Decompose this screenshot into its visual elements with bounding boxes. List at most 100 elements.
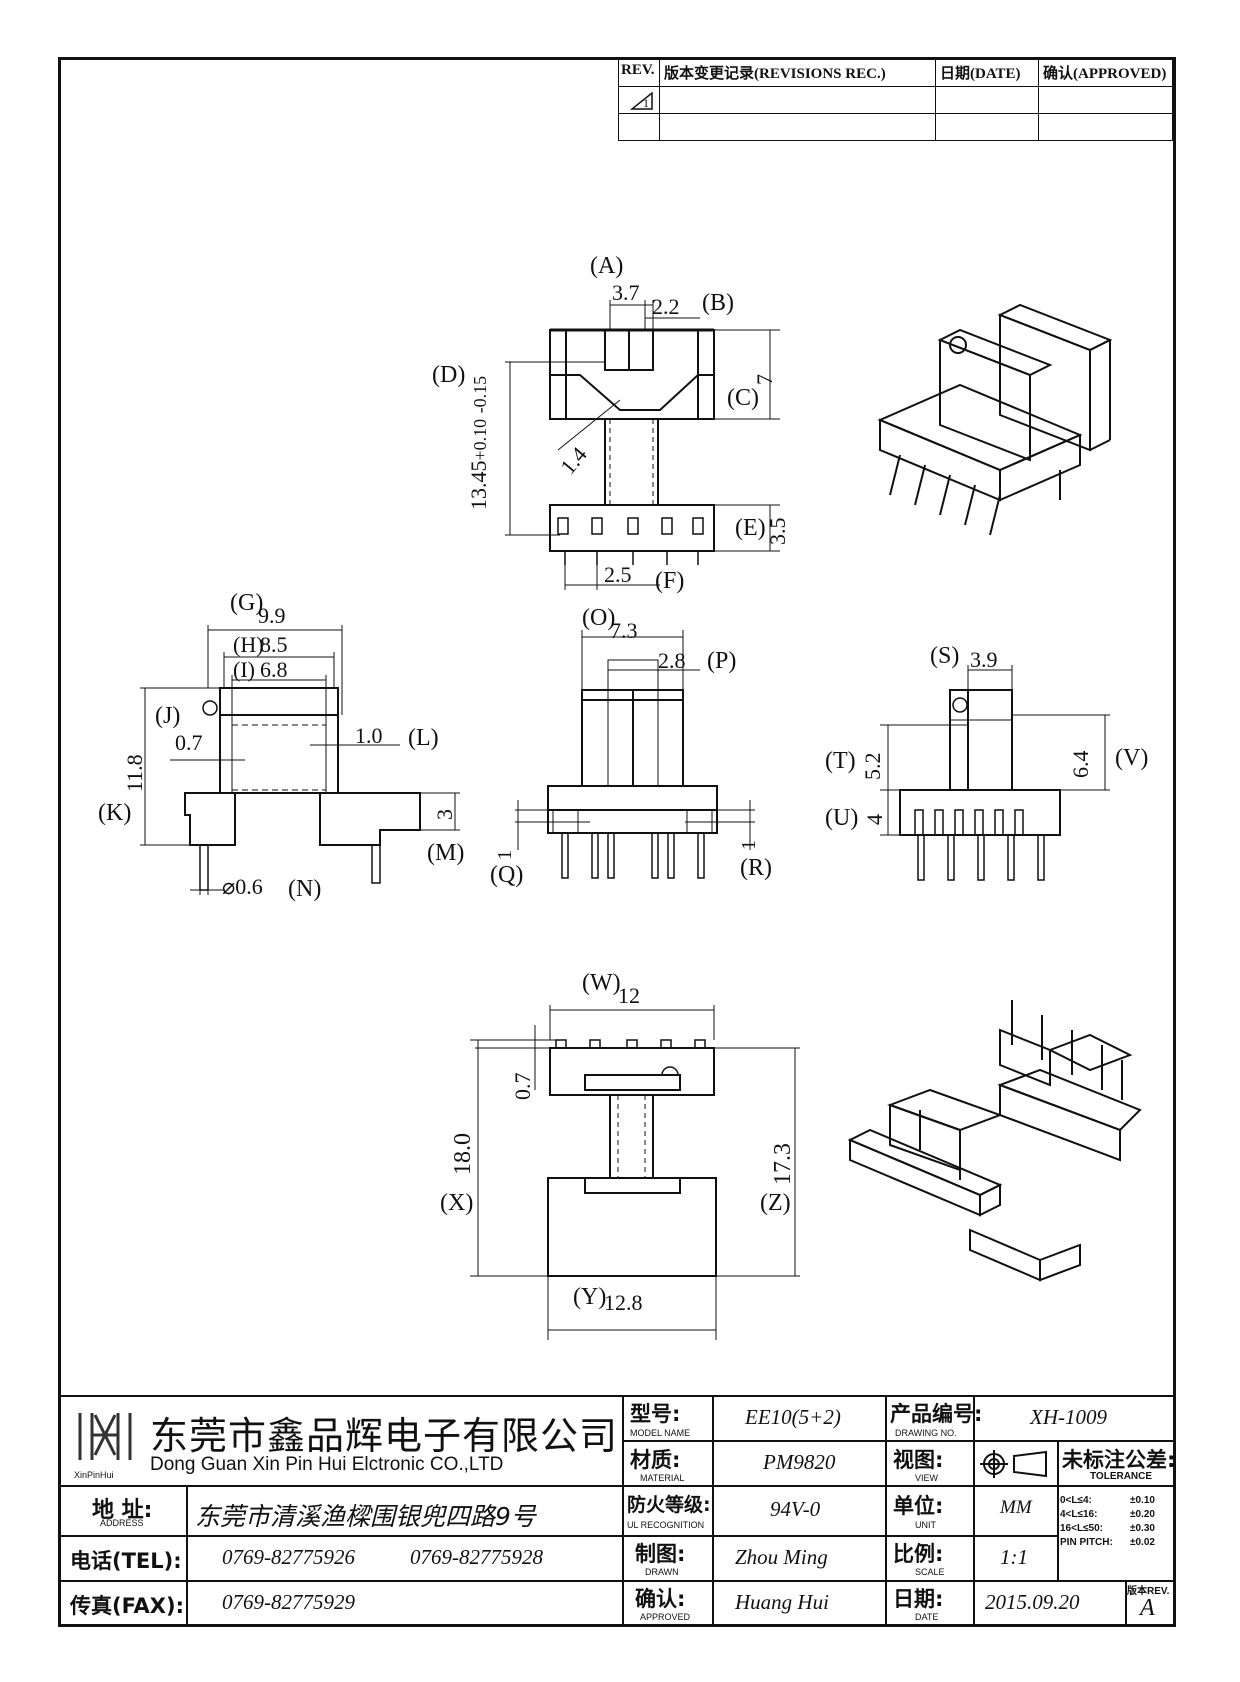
material-label-en: MATERIAL — [640, 1473, 685, 1483]
dim-k: 11.8 — [122, 754, 147, 792]
technical-drawing — [140, 300, 1142, 1340]
label-m: (M) — [427, 840, 465, 866]
tolerance-value: ±0.30 — [1130, 1523, 1155, 1534]
dim-q: 1 — [494, 850, 516, 860]
dim-z: 17.3 — [770, 1143, 796, 1185]
label-t: (T) — [825, 748, 856, 774]
tel1-value: 0769-82775926 — [222, 1545, 355, 1569]
tolerance-value: ±0.20 — [1130, 1509, 1155, 1520]
fire-label-en: UL RECOGNITION — [627, 1520, 705, 1530]
label-b: (B) — [702, 290, 735, 316]
dim-d-tolerance-minus: -0.15 — [470, 375, 490, 414]
scale-label: 比例: — [893, 1542, 944, 1566]
view-label-en: VIEW — [915, 1473, 939, 1483]
approved-label-en: APPROVED — [640, 1612, 691, 1622]
label-e: (E) — [735, 515, 766, 541]
label-y: (Y) — [573, 1284, 607, 1310]
label-k: (K) — [98, 800, 132, 826]
model-value: EE10(5+2) — [745, 1405, 841, 1429]
model-label-en: MODEL NAME — [630, 1428, 691, 1438]
label-v: (V) — [1115, 745, 1149, 771]
dim-h: 8.5 — [260, 632, 288, 657]
address-value: 东莞市清溪渔樑围银兜四路9号 — [195, 1502, 536, 1531]
drawing-no-label-en: DRAWING NO. — [895, 1428, 957, 1438]
scale-value: 1:1 — [1000, 1545, 1028, 1569]
label-g: (G) — [230, 590, 264, 616]
date-label-en: DATE — [915, 1612, 939, 1622]
tolerance-range: PIN PITCH: — [1060, 1537, 1113, 1548]
dim-b: 2.2 — [652, 294, 680, 319]
svg-text:1: 1 — [643, 96, 649, 110]
unit-label-en: UNIT — [915, 1520, 936, 1530]
dim-p: 2.8 — [658, 648, 686, 673]
drawing-no-value: XH-1009 — [1030, 1405, 1107, 1429]
dim-x: 18.0 — [450, 1133, 476, 1175]
label-q: (Q) — [490, 862, 524, 888]
address-label-en: ADDRESS — [100, 1518, 144, 1528]
dim-c: 7 — [752, 374, 777, 385]
material-label: 材质: — [630, 1448, 681, 1472]
label-h: (H) — [233, 632, 264, 657]
version-label: 版本REV. — [1127, 1586, 1170, 1597]
label-u: (U) — [825, 805, 859, 831]
dim-a: 3.7 — [612, 280, 640, 305]
rev-header: REV. — [621, 62, 655, 78]
material-value: PM9820 — [763, 1450, 836, 1474]
bottom-view — [470, 1005, 800, 1340]
company-name-en: Dong Guan Xin Pin Hui Elctronic CO.,LTD — [150, 1454, 504, 1475]
dim-y: 12.8 — [604, 1290, 643, 1315]
tel2-value: 0769-82775928 — [410, 1545, 543, 1569]
dim-u: 4 — [862, 814, 887, 825]
fax-label: 传真(FAX): — [70, 1594, 184, 1618]
dim-t: 5.2 — [860, 752, 885, 781]
drawn-value: Zhou Ming — [735, 1545, 828, 1569]
tolerance-range: 16<L≤50: — [1060, 1523, 1104, 1534]
revision-triangle-icon: 1 — [630, 91, 653, 110]
approved-label: 确认: — [635, 1587, 686, 1611]
dim-v: 6.4 — [1068, 750, 1093, 779]
fax-value: 0769-82775929 — [222, 1590, 355, 1614]
revisions-record-header: 版本变更记录(REVISIONS REC.) — [664, 66, 886, 82]
label-r: (R) — [740, 855, 773, 881]
approved-header: 确认(APPROVED) — [1043, 66, 1167, 82]
label-z: (Z) — [760, 1190, 791, 1216]
unit-value: MM — [1000, 1497, 1032, 1518]
dim-l: 1.0 — [355, 723, 383, 748]
logo-text: XinPinHui — [74, 1470, 114, 1480]
front-view — [515, 630, 755, 879]
fire-label: 防火等级: — [627, 1494, 711, 1516]
projection-symbol-icon — [980, 1450, 1047, 1478]
date-value: 2015.09.20 — [985, 1590, 1080, 1614]
label-n: (N) — [288, 876, 322, 902]
label-x: (X) — [440, 1190, 474, 1216]
address-label: 地 址: — [92, 1498, 153, 1523]
side-view-left — [140, 625, 460, 895]
dim-m: 3 — [432, 809, 457, 820]
label-d: (D) — [432, 362, 466, 388]
label-w: (W) — [582, 970, 621, 996]
dim-w: 12 — [618, 983, 640, 1008]
label-j: (J) — [155, 703, 181, 729]
label-l: (L) — [408, 725, 439, 751]
drawing-no-label: 产品编号: — [890, 1402, 983, 1426]
drawn-label-en: DRAWN — [645, 1567, 679, 1577]
unit-label: 单位: — [893, 1494, 944, 1518]
tolerance-value: ±0.10 — [1130, 1495, 1155, 1506]
company-logo-icon — [78, 1413, 132, 1460]
label-s: (S) — [930, 643, 960, 669]
view-label: 视图: — [893, 1448, 944, 1472]
label-a: (A) — [590, 253, 624, 279]
company-name-cn: 东莞市鑫品辉电子有限公司 — [150, 1414, 619, 1458]
dim-d: 13.45+0.10 -0.15 — [466, 375, 491, 510]
isometric-view-bottom — [847, 1000, 1142, 1282]
tolerance-label-en: TOLERANCE — [1090, 1471, 1153, 1482]
dim-o: 7.3 — [610, 618, 638, 643]
label-p: (P) — [707, 648, 737, 674]
isometric-view-top — [877, 303, 1113, 536]
label-o: (O) — [582, 605, 616, 631]
label-c: (C) — [727, 385, 760, 411]
dim-f: 2.5 — [604, 562, 632, 587]
tolerance-range: 0<L≤4: — [1060, 1495, 1092, 1506]
dim-s: 3.9 — [970, 647, 998, 672]
tel-label: 电话(TEL): — [70, 1549, 182, 1573]
